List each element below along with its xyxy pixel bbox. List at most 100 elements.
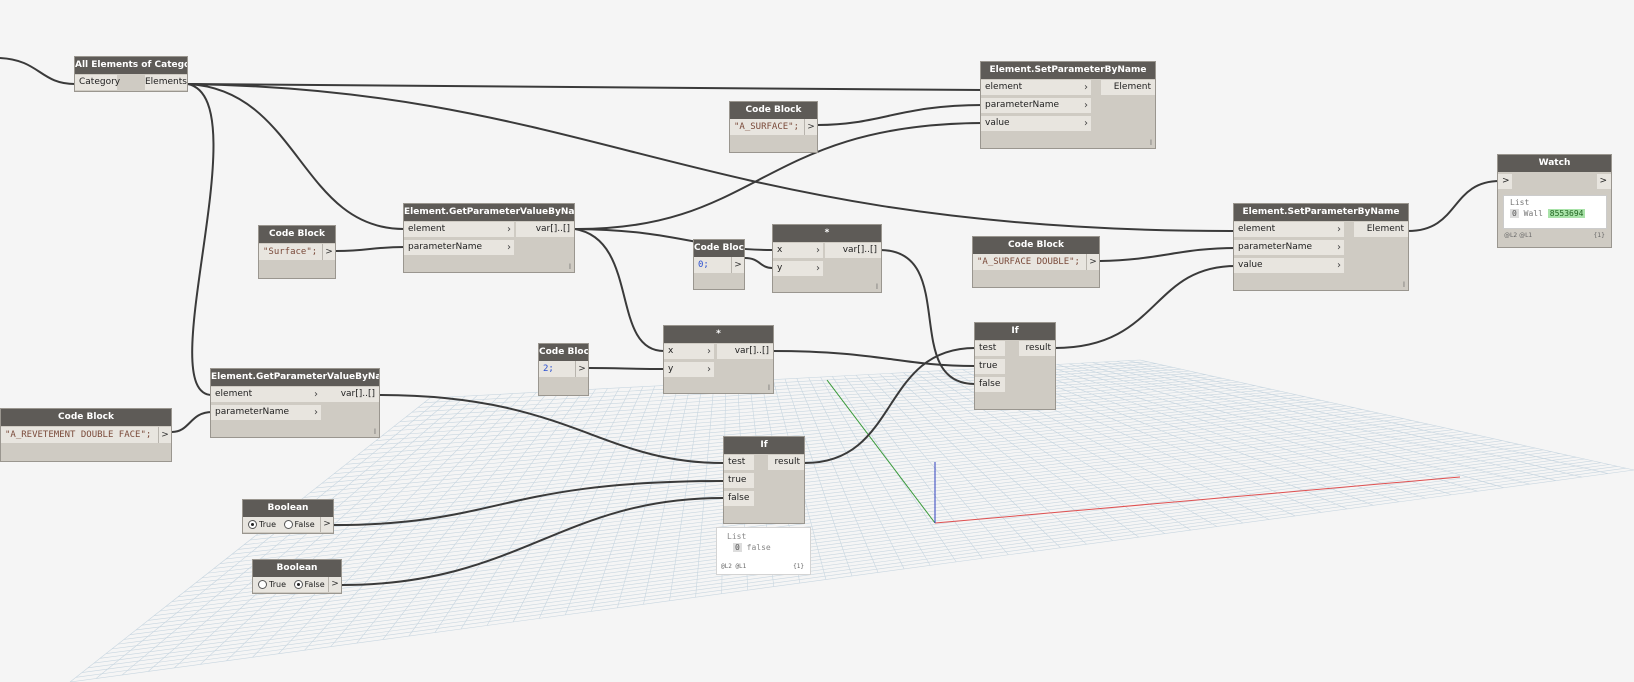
input-port-parametername[interactable]: parameterName› xyxy=(404,240,514,255)
input-port[interactable]: > xyxy=(1498,174,1512,189)
node-code-block-a-surface-double[interactable]: Code Block "A_SURFACE DOUBLE"; > xyxy=(972,236,1100,288)
node-set-parameter-by-name-top[interactable]: Element.SetParameterByName element› para… xyxy=(980,61,1156,149)
chevron-right-icon: › xyxy=(1337,258,1341,273)
node-title: Code Block xyxy=(259,226,335,243)
input-port-false[interactable]: false xyxy=(724,491,754,506)
node-multiply-mid[interactable]: * x› y› var[]..[] l xyxy=(663,325,774,394)
input-port-test[interactable]: test xyxy=(724,455,754,470)
node-code-block-two[interactable]: Code Block 2; > xyxy=(538,343,589,396)
radio-label: True xyxy=(259,520,276,529)
radio-true[interactable] xyxy=(248,520,257,529)
input-port-category[interactable]: Category xyxy=(75,75,117,90)
output-port-elements[interactable]: Elements xyxy=(145,75,187,90)
chevron-right-icon: › xyxy=(507,240,511,255)
output-port-element[interactable]: Element xyxy=(1101,80,1155,95)
chevron-right-icon: › xyxy=(707,344,711,359)
output-port[interactable]: > xyxy=(731,257,744,273)
input-port-element[interactable]: element› xyxy=(404,222,514,237)
node-title: If xyxy=(975,323,1055,340)
node-preview-bubble[interactable]: List 0 false @L2 @L1 {1} xyxy=(716,527,811,575)
code-editor[interactable]: "A_SURFACE"; xyxy=(730,119,807,135)
node-title: Element.SetParameterByName xyxy=(1234,204,1408,221)
input-port-test[interactable]: test xyxy=(975,341,1005,356)
node-boolean-false[interactable]: Boolean True False > xyxy=(252,559,342,594)
boolean-toggle[interactable]: True False xyxy=(253,577,329,592)
node-code-block-zero[interactable]: Code Block 0; > xyxy=(693,239,745,290)
node-title: Code Block xyxy=(730,102,817,119)
watch-preview[interactable]: List 0 Wall 8553694 xyxy=(1503,195,1607,229)
input-port-element[interactable]: element› xyxy=(1234,222,1344,237)
node-if-top[interactable]: If test true false result xyxy=(974,322,1056,410)
code-editor[interactable]: 2; xyxy=(539,361,578,377)
output-port[interactable]: > xyxy=(575,361,588,377)
node-title: Code Block xyxy=(539,344,588,361)
node-title: Watch xyxy=(1498,155,1611,172)
code-editor[interactable]: "A_REVETEMENT DOUBLE FACE"; xyxy=(1,427,161,443)
input-port-value[interactable]: value› xyxy=(1234,258,1344,273)
node-title: All Elements of Category xyxy=(75,57,187,74)
lacing-indicator[interactable]: l xyxy=(876,283,878,291)
node-title: If xyxy=(724,437,804,454)
lacing-indicator[interactable]: l xyxy=(374,428,376,436)
port-label: value xyxy=(985,118,1010,128)
output-port-var[interactable]: var[]..[] xyxy=(321,387,379,402)
code-editor[interactable]: "A_SURFACE DOUBLE"; xyxy=(973,254,1089,270)
output-port-element[interactable]: Element xyxy=(1354,222,1408,237)
output-port[interactable]: > xyxy=(328,577,341,592)
output-port[interactable]: > xyxy=(158,427,171,443)
radio-label: True xyxy=(269,580,286,589)
node-code-block-a-revetement-double-face[interactable]: Code Block "A_REVETEMENT DOUBLE FACE"; > xyxy=(0,408,172,462)
input-port-parametername[interactable]: parameterName› xyxy=(211,405,321,420)
node-code-block-a-surface[interactable]: Code Block "A_SURFACE"; > xyxy=(729,101,818,153)
watch-item-count: {1} xyxy=(1594,232,1605,239)
lacing-indicator[interactable]: l xyxy=(1150,139,1152,147)
node-watch[interactable]: Watch > > List 0 Wall 8553694 @L2 @L1 {1… xyxy=(1497,154,1612,248)
output-port-result[interactable]: result xyxy=(1019,341,1055,356)
node-multiply-top[interactable]: * x› y› var[]..[] l xyxy=(772,224,882,293)
input-port-x[interactable]: x› xyxy=(773,243,823,258)
input-port-value[interactable]: value› xyxy=(981,116,1091,131)
input-port-y[interactable]: y› xyxy=(664,362,714,377)
port-label: parameterName xyxy=(985,100,1059,110)
boolean-toggle[interactable]: True False xyxy=(243,517,321,532)
radio-true[interactable] xyxy=(258,580,267,589)
node-get-parameter-value-by-name-surface[interactable]: Element.GetParameterValueByName element›… xyxy=(403,203,575,273)
node-title: Element.GetParameterValueByName xyxy=(404,204,574,221)
port-label: y xyxy=(668,364,673,374)
input-port-element[interactable]: element› xyxy=(211,387,321,402)
output-port-result[interactable]: result xyxy=(768,455,804,470)
node-all-elements-of-category[interactable]: All Elements of Category Category Elemen… xyxy=(74,56,188,92)
output-port-var[interactable]: var[]..[] xyxy=(717,344,773,359)
input-port-parametername[interactable]: parameterName› xyxy=(1234,240,1344,255)
output-port[interactable]: > xyxy=(322,244,335,260)
output-port[interactable]: > xyxy=(1597,174,1611,189)
lacing-indicator[interactable]: l xyxy=(569,263,571,271)
input-port-element[interactable]: element› xyxy=(981,80,1091,95)
node-if-bottom[interactable]: If test true false result xyxy=(723,436,805,524)
node-code-block-surface[interactable]: Code Block "Surface"; > xyxy=(258,225,336,279)
code-editor[interactable]: 0; xyxy=(694,257,734,273)
output-port[interactable]: > xyxy=(320,517,333,532)
node-set-parameter-by-name-right[interactable]: Element.SetParameterByName element› para… xyxy=(1233,203,1409,291)
input-port-x[interactable]: x› xyxy=(664,344,714,359)
lacing-indicator[interactable]: l xyxy=(1403,281,1405,289)
output-port[interactable]: > xyxy=(804,119,817,135)
input-port-y[interactable]: y› xyxy=(773,261,823,276)
chevron-right-icon: › xyxy=(314,387,318,402)
input-port-true[interactable]: true xyxy=(724,473,754,488)
lacing-indicator[interactable]: l xyxy=(768,384,770,392)
radio-false[interactable] xyxy=(284,520,293,529)
input-port-true[interactable]: true xyxy=(975,359,1005,374)
output-port-var[interactable]: var[]..[] xyxy=(516,222,574,237)
input-port-parametername[interactable]: parameterName› xyxy=(981,98,1091,113)
element-id-link[interactable]: 8553694 xyxy=(1548,209,1586,218)
output-port-var[interactable]: var[]..[] xyxy=(825,243,881,258)
port-label: element xyxy=(408,224,445,234)
radio-false[interactable] xyxy=(294,580,303,589)
output-port[interactable]: > xyxy=(1086,254,1099,270)
code-editor[interactable]: "Surface"; xyxy=(259,244,325,260)
node-boolean-true[interactable]: Boolean True False > xyxy=(242,499,334,534)
node-get-parameter-value-by-name-revetement[interactable]: Element.GetParameterValueByName element›… xyxy=(210,368,380,438)
input-port-false[interactable]: false xyxy=(975,377,1005,392)
